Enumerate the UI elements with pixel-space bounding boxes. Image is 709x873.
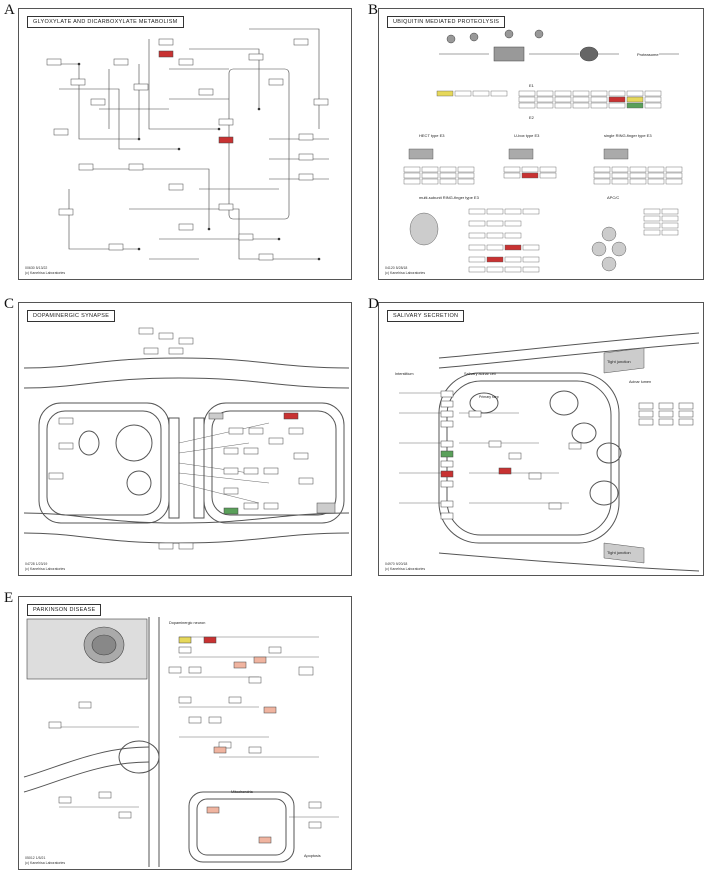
- panel-label-b: B: [368, 2, 379, 18]
- panel-a-glyoxylate-map: GLYOXYLATE AND DICARBOXYLATE METABOLISM: [18, 8, 352, 280]
- panel-b-footer: 04120 5/28/18 (c) Kanehisa Laboratories: [385, 266, 426, 275]
- panel-b-multi-label: multi-subunit RING-finger type E3: [419, 195, 480, 200]
- panel-e-footer: 05012 1/5/21 (c) Kanehisa Laboratories: [25, 856, 66, 865]
- panel-e-mitochondria: Mitochondria: [231, 790, 254, 794]
- panel-b-ring-label: single RING-finger type E3: [604, 133, 652, 138]
- panel-e-title: PARKINSON DISEASE: [27, 604, 102, 616]
- panel-d-tight-junction-top: Tight junction: [607, 359, 631, 364]
- panel-e-dopamine-neuron: Dopaminergic neuron: [169, 621, 205, 625]
- panel-label-c: C: [4, 296, 15, 312]
- panel-e-apoptosis: Apoptosis: [304, 854, 321, 858]
- panel-b-title: UBIQUITIN MEDIATED PROTEOLYSIS: [387, 16, 506, 28]
- panel-d-acinar-cell: Salivary acinar cell: [464, 372, 496, 376]
- panel-d-acinar-lumen: Acinar lumen: [629, 380, 651, 384]
- panel-d-tight-junction-bottom: Tight junction: [607, 550, 631, 555]
- panel-b-diagram: Proteasome E1 E2 HECT type E3 U-box type…: [403, 29, 683, 273]
- panel-label-e: E: [4, 590, 14, 606]
- panel-b-proteasome-label: Proteasome: [637, 52, 659, 57]
- panel-b-ubiquitin-map: UBIQUITIN MEDIATED PROTEOLYSIS Proteasom…: [378, 8, 704, 280]
- panel-d-title: SALIVARY SECRETION: [387, 310, 465, 322]
- panel-b-ubox-label: U-box type E3: [514, 133, 540, 138]
- panel-c-dopaminergic-map: DOPAMINERGIC SYNAPSE: [18, 302, 352, 576]
- panel-d-diagram: Tight junction Tight junction Interstiti…: [395, 332, 700, 572]
- panel-b-e1-label: E1: [529, 83, 535, 88]
- panel-d-salivary-map: SALIVARY SECRETION Tight junction Tight …: [378, 302, 704, 576]
- panel-b-apc-label: APC/C: [607, 195, 619, 200]
- panel-c-title: DOPAMINERGIC SYNAPSE: [27, 310, 116, 322]
- panel-a-title: GLYOXYLATE AND DICARBOXYLATE METABOLISM: [27, 16, 184, 28]
- panel-b-e2-label: E2: [529, 115, 535, 120]
- panel-label-d: D: [368, 296, 379, 312]
- panel-d-footer: 04970 9/20/18 (c) Kanehisa Laboratories: [385, 562, 426, 571]
- panel-label-a: A: [4, 2, 15, 18]
- panel-c-footer: 04728 1/23/19 (c) Kanehisa Laboratories: [25, 562, 66, 571]
- panel-c-diagram: [23, 327, 350, 550]
- panel-b-hect-label: HECT type E3: [419, 133, 445, 138]
- panel-a-diagram: [46, 28, 329, 261]
- panel-a-footer: 00630 5/13/22 (c) Kanehisa Laboratories: [25, 266, 66, 275]
- panel-d-interstitium: Interstitium: [395, 372, 414, 376]
- panel-d-primary-step: Primary step: [479, 395, 499, 399]
- panel-e-diagram: Dopaminergic neuron Mitochondria Apoptos…: [23, 617, 339, 867]
- panel-e-parkinson-map: PARKINSON DISEASE Dopaminergic neuron Mi…: [18, 596, 352, 870]
